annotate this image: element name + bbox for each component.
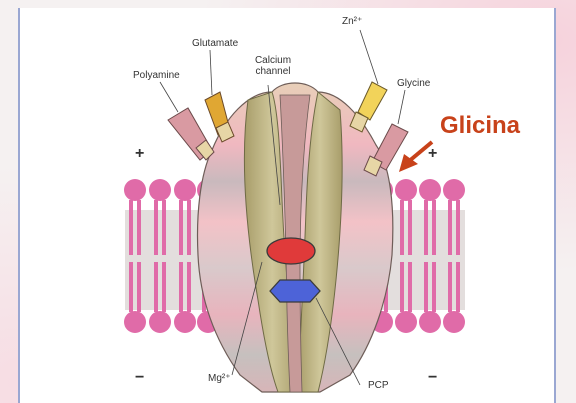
glicina-annotation: Glicina — [440, 113, 520, 139]
zinc-site — [350, 82, 387, 132]
mg-binding-site — [267, 238, 315, 264]
charge-plus-right: + — [428, 146, 437, 162]
polyamine-site — [168, 108, 214, 160]
glutamate-site — [205, 92, 234, 142]
label-glutamate: Glutamate — [192, 38, 238, 49]
label-zinc: Zn²⁺ — [342, 16, 362, 27]
label-mg: Mg²⁺ — [208, 373, 231, 384]
pcp-binding-site — [270, 280, 320, 302]
label-calcium-line2: channel — [248, 66, 298, 77]
label-calcium-channel: Calcium channel — [248, 55, 298, 77]
charge-minus-left: − — [135, 370, 144, 386]
charge-minus-right: − — [428, 370, 437, 386]
label-pcp: PCP — [368, 380, 389, 391]
label-calcium-line1: Calcium — [248, 55, 298, 66]
charge-plus-left: + — [135, 146, 144, 162]
label-glycine: Glycine — [397, 78, 430, 89]
label-polyamine: Polyamine — [133, 70, 180, 81]
